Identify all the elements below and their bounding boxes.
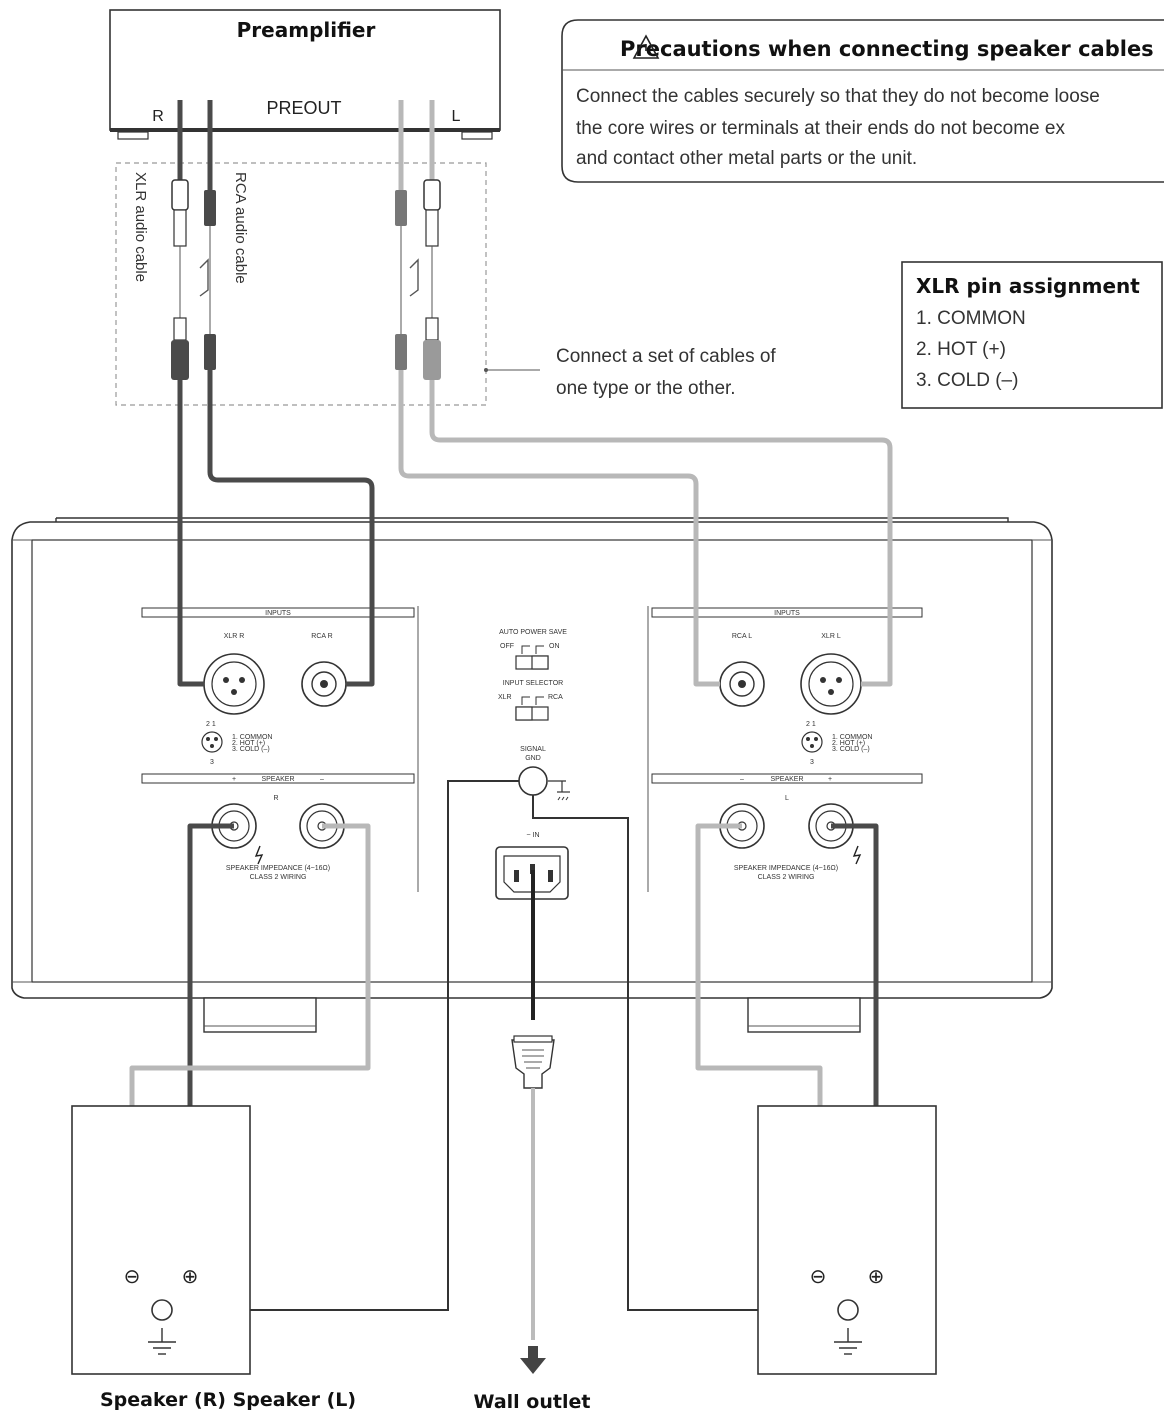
svg-text:ON: ON (549, 643, 560, 650)
speaker-r-minus-terminal: ⊖ (124, 1266, 141, 1288)
svg-text:1. COMMON: 1. COMMON (232, 734, 272, 741)
xlr-l-label: XLR L (821, 633, 841, 640)
input-selector-label: INPUT SELECTOR (503, 680, 563, 687)
input-selector-switch[interactable] (515, 706, 549, 721)
rca-cable-label: RCA audio cable (232, 172, 249, 284)
ground-icon (148, 1328, 176, 1355)
impedance-label-l: SPEAKER IMPEDANCE (4~16Ω) (734, 865, 838, 872)
speaker-label-l: SPEAKER (770, 776, 803, 783)
precautions-line1: Connect the cables securely so that they… (576, 86, 1100, 107)
svg-text:RCA: RCA (548, 694, 563, 701)
svg-text:2 1: 2 1 (806, 721, 816, 728)
xlr-l-jack[interactable] (800, 653, 862, 715)
power-cord: Wall outlet (474, 870, 591, 1413)
speaker-l-minus-terminal: ⊖ (810, 1266, 827, 1288)
svg-text:OFF: OFF (500, 643, 514, 650)
amplifier-rear-panel: INPUTS XLR R RCA R INPUTS RCA L XLR L (11, 517, 1053, 1033)
inputs-label-l: INPUTS (774, 610, 800, 617)
preamplifier-title: Preamplifier (237, 18, 376, 42)
rca-r-label: RCA R (311, 633, 332, 640)
svg-text:–: – (320, 776, 324, 783)
auto-power-save-label: AUTO POWER SAVE (499, 629, 567, 636)
ground-icon (834, 1328, 862, 1355)
speaker-l-plus-terminal: ⊕ (868, 1266, 885, 1288)
precautions-line3: and contact other metal parts or the uni… (576, 148, 917, 169)
svg-text:–: – (740, 776, 744, 783)
speaker-label-r: SPEAKER (261, 776, 294, 783)
preamp-r-label: R (152, 108, 164, 125)
signal-gnd-label-1: SIGNAL (520, 746, 546, 753)
class2-label-l: CLASS 2 WIRING (758, 874, 815, 881)
svg-text:R: R (273, 795, 278, 802)
cable-note-line2: one type or the other. (556, 378, 736, 399)
wall-outlet-label: Wall outlet (474, 1391, 591, 1413)
svg-text:L: L (785, 795, 789, 802)
preout-label: PREOUT (266, 98, 341, 118)
preamp-l-label: L (452, 108, 461, 125)
signal-gnd-terminal[interactable] (518, 766, 548, 796)
precautions-box: Precautions when connecting speaker cabl… (561, 19, 1164, 183)
lightning-icon (254, 845, 862, 865)
speaker-r-plus-terminal: ⊕ (182, 1266, 199, 1288)
xlr-r-label: XLR R (224, 633, 245, 640)
svg-text:XLR: XLR (498, 694, 512, 701)
xlr-cable-label: XLR audio cable (132, 172, 149, 282)
xlr-pin-title: XLR pin assignment (916, 274, 1140, 298)
svg-text:3: 3 (810, 759, 814, 766)
svg-text:2 1: 2 1 (206, 721, 216, 728)
svg-text:+: + (232, 776, 236, 783)
svg-text:3. COLD (–): 3. COLD (–) (232, 746, 270, 753)
speaker-r-box: ⊖ ⊕ (71, 1105, 251, 1375)
ground-icon (548, 780, 570, 801)
xlr-pin-diagram-r: 2 1 3 1. COMMON 2. HOT (+) 3. COLD (–) (201, 721, 272, 766)
xlr-pin-box: XLR pin assignment 1. COMMON 2. HOT (+) … (901, 261, 1163, 409)
cable-drawings (171, 100, 441, 380)
svg-text:3. COLD (–): 3. COLD (–) (832, 746, 870, 753)
svg-text:2. HOT (+): 2. HOT (+) (232, 740, 265, 747)
impedance-label-r: SPEAKER IMPEDANCE (4~16Ω) (226, 865, 330, 872)
warning-icon (632, 34, 660, 59)
preamplifier: Preamplifier PREOUT R L (109, 9, 501, 140)
auto-power-save-switch[interactable] (515, 655, 549, 670)
precautions-line2: the core wires or terminals at their end… (576, 118, 1065, 139)
ac-in-label: ~ IN (526, 832, 539, 839)
xlr-r-jack[interactable] (203, 653, 265, 715)
rca-l-jack[interactable] (719, 661, 765, 707)
rca-l-label: RCA L (732, 633, 752, 640)
rca-r-jack[interactable] (301, 661, 347, 707)
input-cables (177, 370, 893, 687)
speaker-l-box: ⊖ ⊕ (757, 1105, 937, 1375)
svg-text:2. HOT (+): 2. HOT (+) (832, 740, 865, 747)
svg-text:+: + (828, 776, 832, 783)
svg-text:3: 3 (210, 759, 214, 766)
xlr-pin-1: 1. COMMON (916, 308, 1026, 329)
signal-gnd-label-2: GND (525, 755, 541, 762)
xlr-pin-diagram-l: 2 1 3 1. COMMON 2. HOT (+) 3. COLD (–) (801, 721, 872, 766)
svg-text:1. COMMON: 1. COMMON (832, 734, 872, 741)
cable-set-box: Connect a set of cables of one type or t… (115, 162, 776, 406)
inputs-label-r: INPUTS (265, 610, 291, 617)
arrow-down-icon (520, 1346, 546, 1374)
precautions-title: Precautions when connecting speaker cabl… (620, 37, 1154, 61)
speakers-label: Speaker (R) Speaker (L) (100, 1389, 356, 1411)
cable-note-line1: Connect a set of cables of (556, 346, 776, 367)
xlr-pin-3: 3. COLD (–) (916, 370, 1018, 391)
class2-label-r: CLASS 2 WIRING (250, 874, 307, 881)
xlr-pin-2: 2. HOT (+) (916, 339, 1006, 360)
